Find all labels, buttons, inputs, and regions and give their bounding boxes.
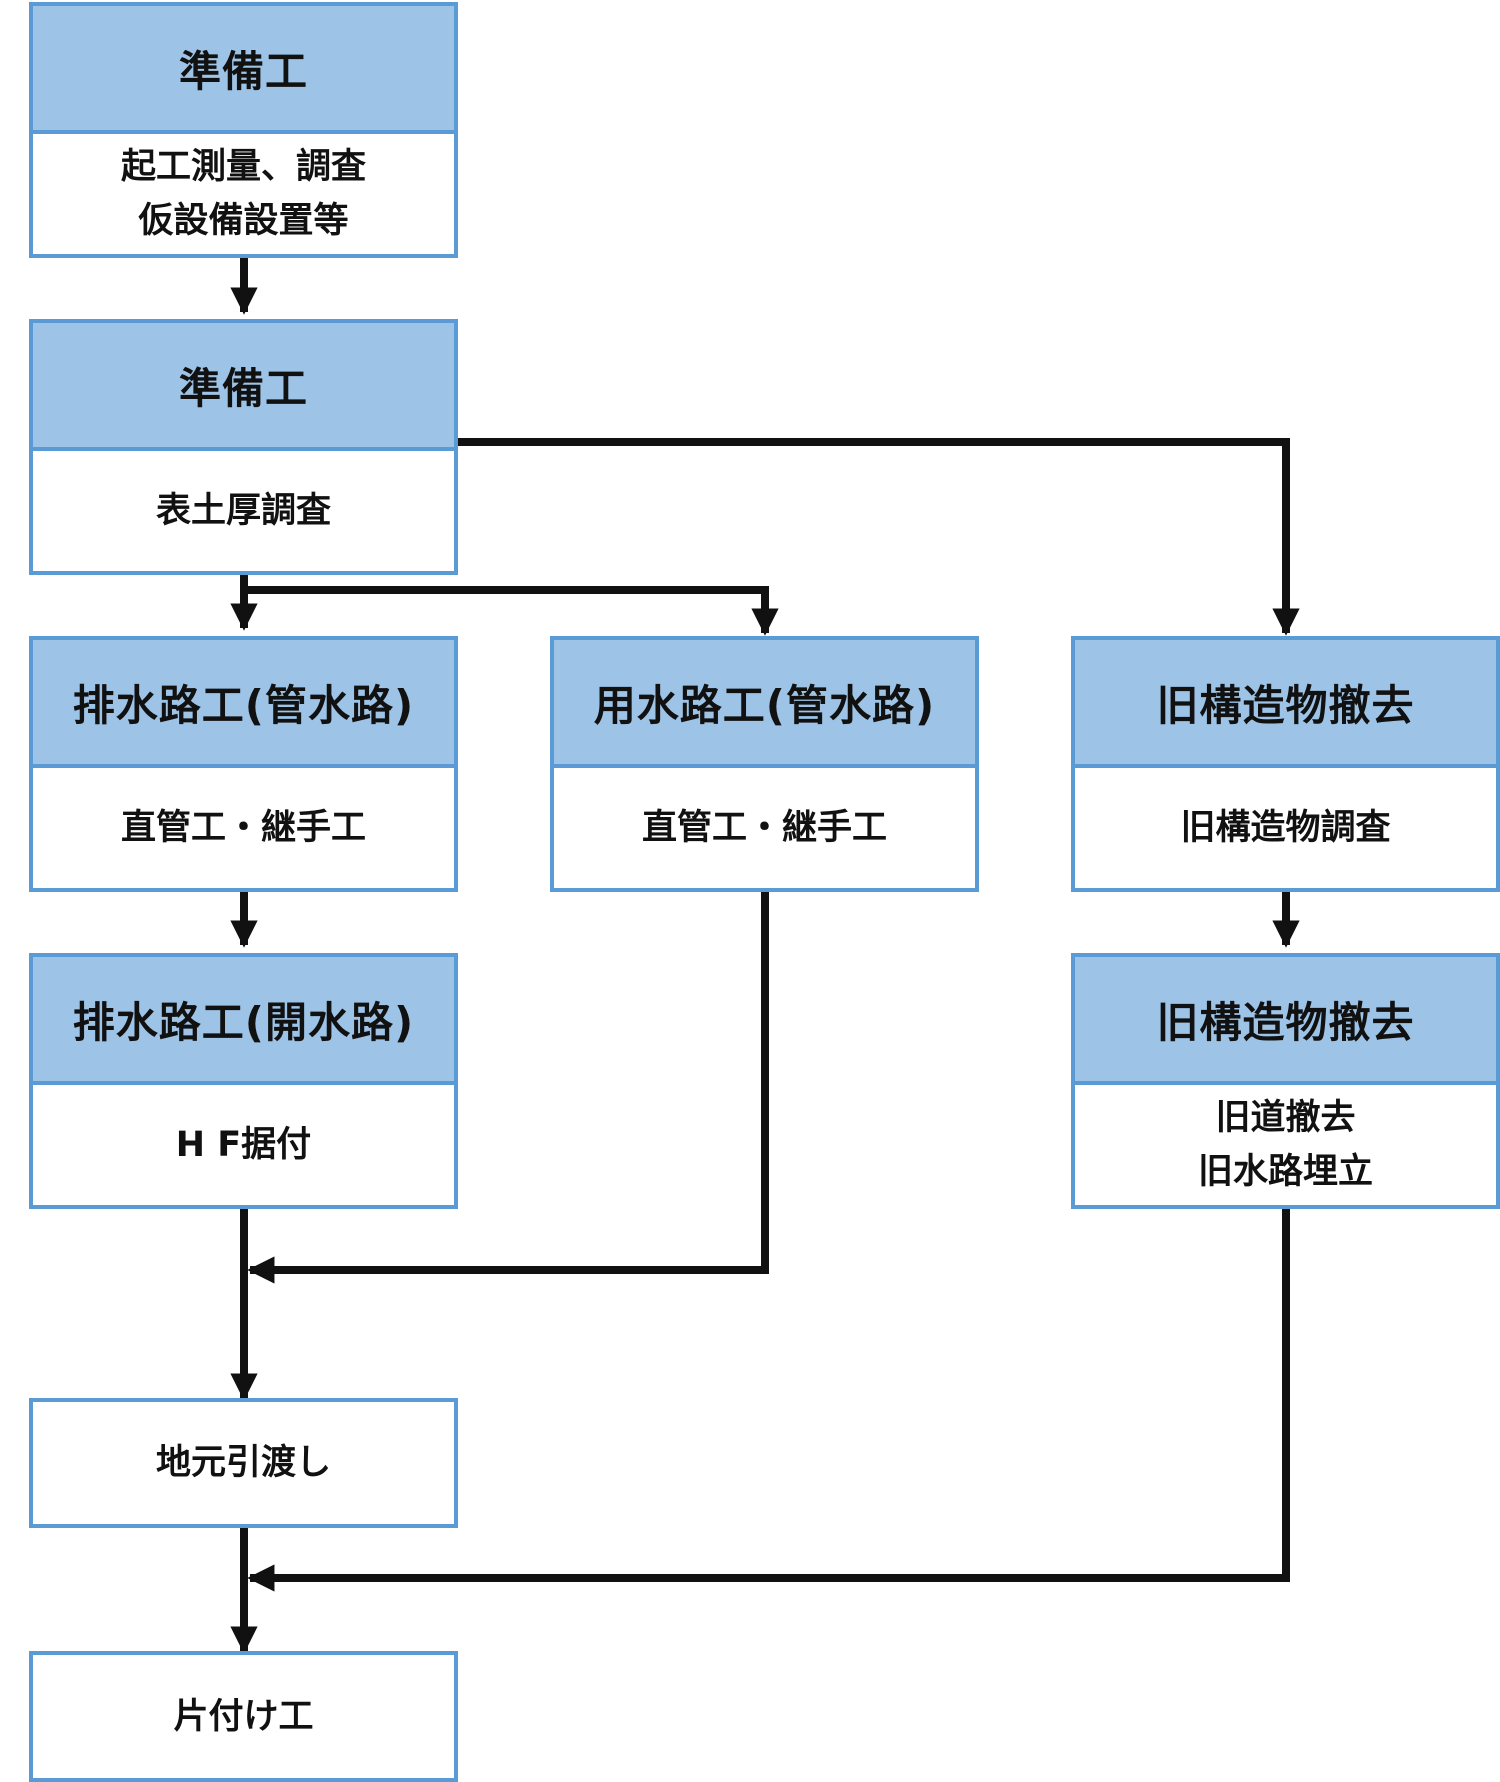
arrow-water-pipe-to-mainline — [247, 892, 769, 1284]
node-title: 旧構造物撤去 — [1075, 957, 1496, 1085]
node-body: 片付け工 — [33, 1655, 454, 1778]
node-line: 旧道撤去 — [1215, 1098, 1356, 1138]
node-line: 仮設備設置等 — [138, 201, 349, 241]
node-water-pipe: 用水路工(管水路) 直管工・継手工 — [550, 636, 979, 892]
node-line: H F据付 — [175, 1125, 312, 1165]
node-body: 地元引渡し — [33, 1402, 454, 1524]
node-handover: 地元引渡し — [29, 1398, 458, 1528]
node-prep-topsoil: 準備工 表土厚調査 — [29, 319, 458, 575]
node-line: 起工測量、調査 — [120, 147, 366, 187]
node-body: 旧構造物調査 — [1075, 768, 1496, 888]
node-prep-survey: 準備工 起工測量、調査 仮設備設置等 — [29, 2, 458, 258]
node-line: 地元引渡し — [155, 1443, 331, 1483]
node-body: 表土厚調査 — [33, 451, 454, 571]
node-drain-pipe: 排水路工(管水路) 直管工・継手工 — [29, 636, 458, 892]
node-body: H F据付 — [33, 1085, 454, 1205]
arrow-demo2-to-mainline — [247, 1209, 1290, 1592]
node-body: 起工測量、調査 仮設備設置等 — [33, 134, 454, 254]
node-line: 旧水路埋立 — [1197, 1152, 1373, 1192]
node-line: 旧構造物調査 — [1180, 808, 1391, 848]
node-line: 片付け工 — [173, 1696, 314, 1737]
node-drain-open: 排水路工(開水路) H F据付 — [29, 953, 458, 1209]
node-line: 直管工・継手工 — [120, 808, 366, 848]
node-title: 排水路工(管水路) — [33, 640, 454, 768]
node-title: 排水路工(開水路) — [33, 957, 454, 1085]
node-body: 旧道撤去 旧水路埋立 — [1075, 1085, 1496, 1205]
arrow-prep2-to-demolition — [458, 438, 1300, 636]
node-body: 直管工・継手工 — [33, 768, 454, 888]
node-body: 直管工・継手工 — [554, 768, 975, 888]
node-title: 用水路工(管水路) — [554, 640, 975, 768]
node-title: 準備工 — [33, 6, 454, 134]
arrow-prep2-to-water-pipe — [244, 586, 779, 636]
node-cleanup: 片付け工 — [29, 1651, 458, 1782]
node-line: 表土厚調査 — [155, 491, 331, 531]
node-title: 旧構造物撤去 — [1075, 640, 1496, 768]
node-line: 直管工・継手工 — [641, 808, 887, 848]
node-demolition-removal: 旧構造物撤去 旧道撤去 旧水路埋立 — [1071, 953, 1500, 1209]
node-demolition-survey: 旧構造物撤去 旧構造物調査 — [1071, 636, 1500, 892]
node-title: 準備工 — [33, 323, 454, 451]
